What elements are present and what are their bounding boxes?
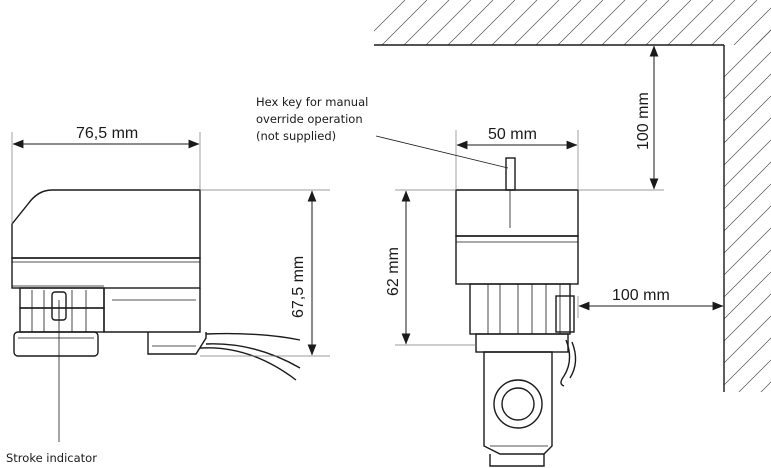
dimension-clearance-top: 100 mm <box>578 45 664 191</box>
dimension-width-left: 76,5 mm <box>11 125 201 224</box>
wall-side <box>723 29 771 392</box>
clearance-top-label: 100 mm <box>635 92 652 150</box>
height-right-label: 62 mm <box>385 247 402 296</box>
dimension-clearance-side: 100 mm <box>577 287 724 318</box>
stroke-indicator-callout: Stroke indicator <box>6 306 97 465</box>
hex-key-line-3: (not supplied) <box>256 129 336 143</box>
width-right-label: 50 mm <box>488 126 537 143</box>
height-left-label: 67,5 mm <box>290 256 307 318</box>
stroke-indicator-label: Stroke indicator <box>6 451 97 465</box>
wall-ceiling <box>374 0 771 46</box>
width-left-label: 76,5 mm <box>76 125 138 142</box>
actuator-front-view <box>455 157 579 467</box>
hex-key-line-1: Hex key for manual <box>256 95 368 109</box>
clearance-side-label: 100 mm <box>612 287 670 304</box>
actuator-side-view <box>11 189 301 381</box>
hex-key-callout: Hex key for manual override operation (n… <box>256 95 509 169</box>
dimension-height-right: 62 mm <box>385 189 476 346</box>
dimension-height-left: 67,5 mm <box>200 189 330 357</box>
hex-key-line-2: override operation <box>256 112 363 126</box>
dimension-width-right: 50 mm <box>455 126 579 190</box>
